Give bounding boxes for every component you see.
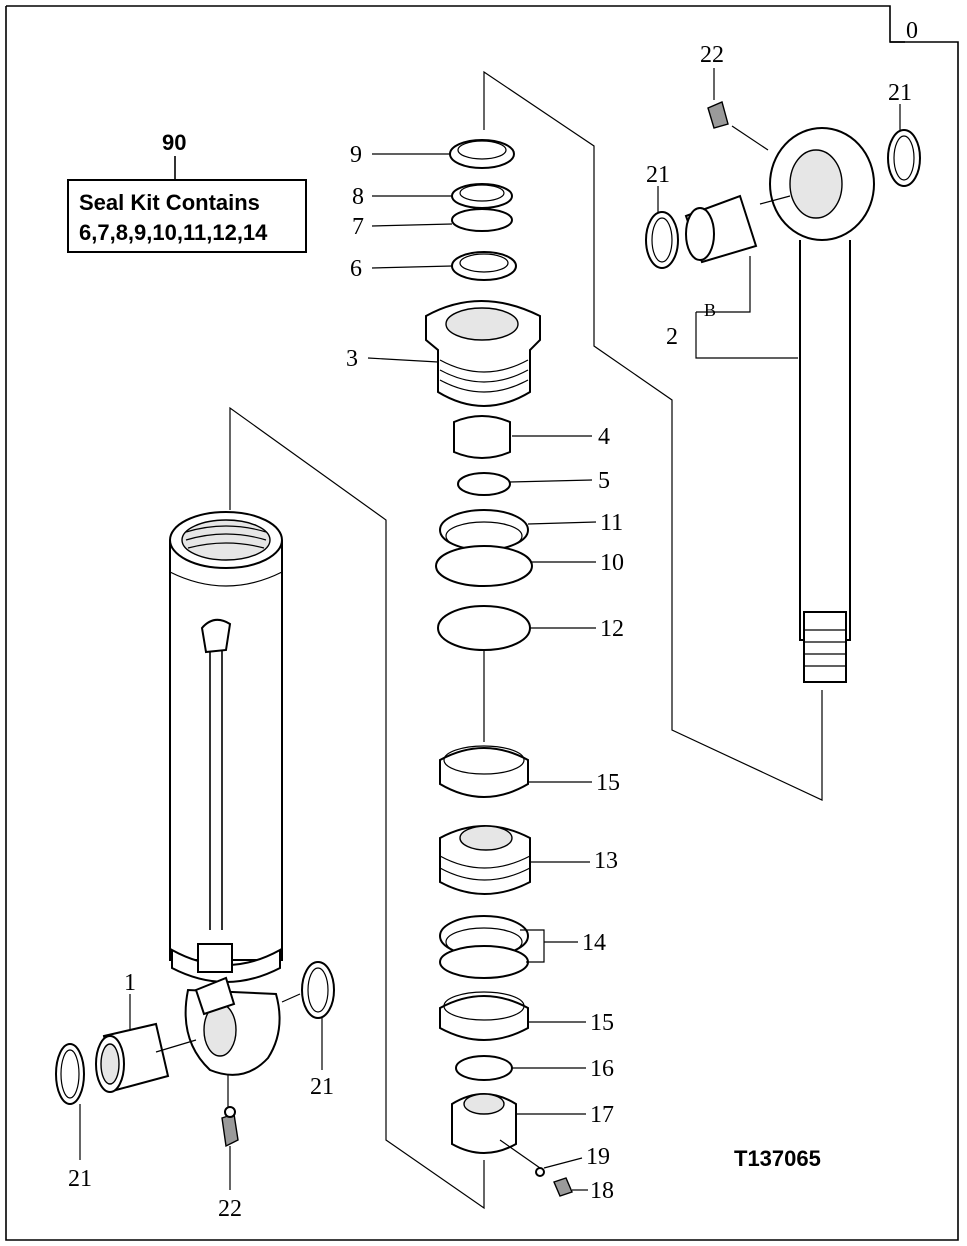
page-code: 0 — [906, 18, 918, 44]
callout-1: 1 — [124, 970, 136, 996]
seal-kit-title: Seal Kit Contains — [79, 190, 260, 215]
leader-lines — [79, 68, 901, 1191]
callout-18: 18 — [590, 1178, 614, 1204]
callout-17: 17 — [590, 1102, 614, 1128]
drawing-id: T137065 — [734, 1146, 821, 1171]
callout-16: 16 — [590, 1056, 614, 1082]
page-border: 0 — [5, 5, 959, 1241]
callout-9: 9 — [350, 142, 362, 168]
callout-6: 6 — [350, 256, 362, 282]
cylinder-barrel — [55, 511, 335, 1148]
callout-21-top-left: 21 — [646, 162, 670, 188]
callout-12: 12 — [600, 616, 624, 642]
callout-21-bottom-left: 21 — [68, 1166, 92, 1192]
callout-19: 19 — [586, 1144, 610, 1170]
callout-labels: 9 8 7 6 3 4 5 11 10 12 15 13 14 15 16 17… — [68, 42, 912, 1222]
callout-2: 2 — [666, 324, 678, 350]
callout-14: 14 — [582, 930, 606, 956]
callout-7: 7 — [352, 214, 364, 240]
callout-15-upper: 15 — [596, 770, 620, 796]
callout-11: 11 — [600, 510, 623, 536]
piston-rod — [645, 101, 921, 683]
callout-10: 10 — [600, 550, 624, 576]
callout-3: 3 — [346, 346, 358, 372]
callout-21-bottom-right: 21 — [310, 1074, 334, 1100]
callout-5: 5 — [598, 468, 610, 494]
center-parts-stack — [425, 139, 573, 1197]
seal-kit-box: 90 Seal Kit Contains 6,7,8,9,10,11,12,14 — [67, 130, 307, 253]
seal-kit-number: 90 — [162, 130, 186, 155]
callout-b: B — [704, 300, 716, 320]
callout-22-top: 22 — [700, 42, 724, 68]
callout-8: 8 — [352, 184, 364, 210]
callout-13: 13 — [594, 848, 618, 874]
callout-4: 4 — [598, 424, 610, 450]
callout-21-top-right: 21 — [888, 80, 912, 106]
seal-kit-contents: 6,7,8,9,10,11,12,14 — [79, 220, 268, 245]
callout-15-lower: 15 — [590, 1010, 614, 1036]
callout-22-bottom: 22 — [218, 1196, 242, 1222]
assembly-bracket-lines — [229, 70, 823, 1210]
